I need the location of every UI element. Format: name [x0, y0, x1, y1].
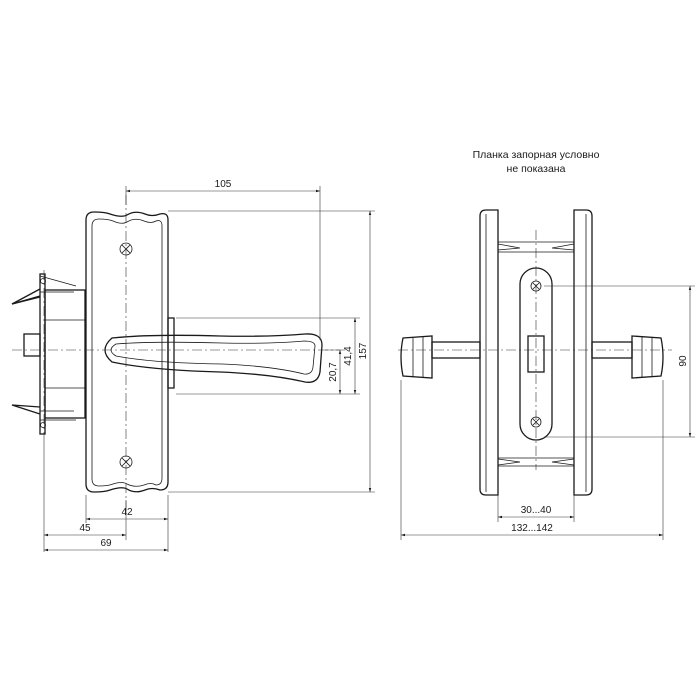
- right-handle-end: [631, 335, 664, 379]
- front-view: [11, 186, 375, 552]
- dim-offset-41: 41,4: [343, 346, 354, 366]
- dim-door-thickness: 30...40: [521, 505, 552, 516]
- side-view: [398, 209, 695, 540]
- left-handle-end: [400, 335, 433, 379]
- right-rose: [573, 209, 593, 496]
- left-rose: [479, 209, 499, 496]
- dim-backset: 45: [79, 523, 91, 534]
- note-line-1: Планка запорная условно: [473, 149, 600, 161]
- dim-offset-20: 20,7: [328, 362, 339, 382]
- mortise-lock: [11, 273, 86, 435]
- dim-plate-height: 157: [358, 342, 369, 359]
- dim-overall-length: 132...142: [511, 523, 553, 534]
- dim-center-distance: 90: [678, 355, 689, 367]
- escutcheon-plate: [85, 211, 175, 493]
- dim-width-top: 105: [215, 179, 232, 190]
- dim-plate-width: 42: [121, 507, 133, 518]
- lever-handle: [104, 333, 323, 383]
- note-line-2: не показана: [507, 163, 566, 175]
- dim-total-depth: 69: [100, 538, 112, 549]
